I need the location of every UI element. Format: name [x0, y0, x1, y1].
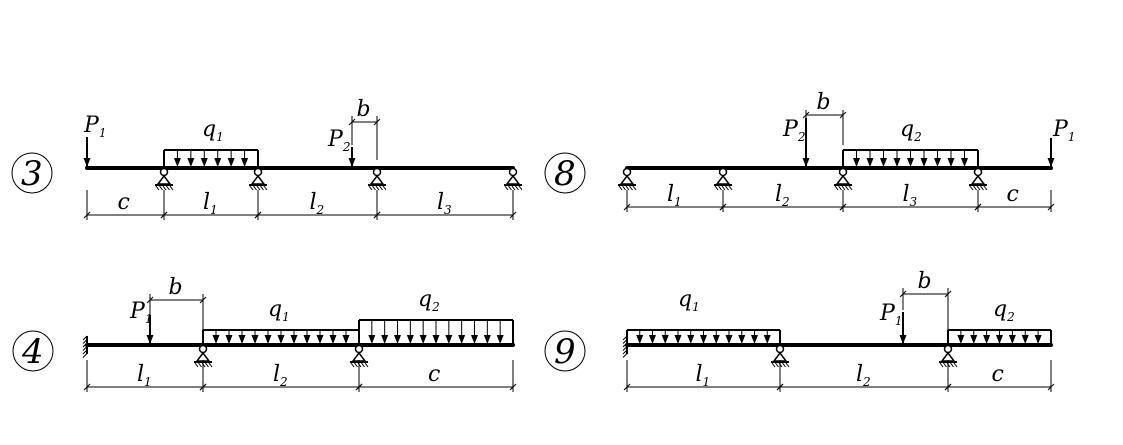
dimension-l3: l3: [839, 182, 982, 212]
dimension-l1: l1: [83, 362, 207, 392]
dimension-b: b: [899, 269, 952, 299]
distributed-load-label: q2: [993, 297, 1015, 324]
dimension-l2: l2: [254, 190, 381, 220]
point-load-label: P2: [327, 127, 350, 154]
scheme-9: 9 q1 q2 P1 l1 l2 c b: [544, 269, 1055, 392]
pin-support: [834, 167, 853, 191]
scheme-number-label: 4: [21, 332, 44, 372]
distributed-load: q2: [358, 287, 514, 344]
pin-support: [714, 167, 733, 191]
dimension-l1-label: l1: [667, 182, 682, 209]
point-load-arrow: P2: [327, 127, 356, 167]
dimension-c: c: [974, 182, 1055, 212]
scheme-number: 8: [544, 152, 586, 194]
dimension-c-label: c: [992, 362, 1004, 387]
dimension-l2-label: l2: [775, 182, 790, 209]
distributed-load: q1: [202, 297, 360, 344]
dimension-c: c: [944, 362, 1055, 392]
dimension-c-label: c: [118, 190, 130, 215]
point-load-arrow: P1: [879, 301, 907, 344]
distributed-load-label: q1: [202, 117, 224, 144]
dimension-l2: l2: [776, 362, 952, 392]
dimension-b: b: [348, 97, 381, 127]
dimension-l1-label: l1: [137, 362, 152, 389]
distributed-load-label: q2: [900, 117, 922, 144]
distributed-load-label: q2: [418, 287, 440, 314]
dimension-l1: l1: [623, 362, 784, 392]
distributed-load-label: q1: [268, 297, 290, 324]
pin-support: [504, 167, 523, 191]
dimension-c-label: c: [428, 362, 440, 387]
dimension-l2: l2: [199, 362, 363, 392]
pin-support: [618, 167, 637, 191]
pin-support: [368, 167, 387, 191]
dimension-l1-label: l1: [696, 362, 711, 389]
pin-support: [194, 344, 213, 368]
scheme-number-label: 3: [21, 154, 43, 194]
point-load-arrow: P2: [782, 117, 810, 167]
dimension-l2: l2: [719, 182, 847, 212]
scheme-4: 4 q1 q2 P1 l1 l2 c b: [12, 275, 517, 392]
dimension-c: c: [83, 190, 168, 220]
pin-support: [969, 167, 988, 191]
dimension-c: c: [355, 362, 517, 392]
point-load-label: P2: [782, 117, 805, 144]
dimension-l2-label: l2: [310, 190, 325, 217]
scheme-8: 8 q2 P2 P1 l1 l2 l3 c b: [544, 90, 1075, 212]
point-load-arrow: P1: [129, 299, 154, 344]
dimension-l1: l1: [623, 182, 727, 212]
dimension-l3-label: l3: [437, 190, 452, 217]
point-load-label: P1: [83, 113, 106, 140]
dimension-b-label: b: [817, 90, 831, 115]
point-load-label: P1: [1052, 117, 1075, 144]
point-load-arrow: P1: [83, 113, 106, 167]
point-load-label: P1: [129, 299, 152, 326]
dimension-l2-label: l2: [273, 362, 288, 389]
scheme-number: 4: [12, 330, 54, 372]
fixed-support: [82, 335, 88, 358]
distributed-load: q2: [947, 297, 1052, 344]
dimension-l1-label: l1: [203, 190, 218, 217]
point-load-label: P1: [879, 301, 902, 328]
distributed-load: q2: [842, 117, 979, 167]
dimension-b-label: b: [169, 275, 183, 300]
pin-support: [249, 167, 268, 191]
pin-support: [155, 167, 174, 191]
point-load-arrow: P1: [1047, 117, 1075, 167]
distributed-load: q1: [163, 117, 259, 167]
dimension-b-label: b: [918, 269, 932, 294]
scheme-number-label: 8: [554, 154, 576, 194]
dimension-b: b: [802, 90, 847, 120]
dimension-l1: l1: [160, 190, 262, 220]
distributed-load: q1: [626, 287, 781, 344]
scheme-number: 9: [544, 330, 586, 372]
dimension-l3-label: l3: [903, 182, 918, 209]
dimension-l3: l3: [373, 190, 517, 220]
dimension-b-label: b: [357, 97, 371, 122]
dimension-l2-label: l2: [856, 362, 871, 389]
dimension-c-label: c: [1007, 182, 1019, 207]
dimension-b: b: [146, 275, 207, 305]
distributed-load-label: q1: [678, 287, 700, 314]
scheme-number: 3: [11, 152, 53, 194]
scheme-number-label: 9: [554, 332, 576, 372]
